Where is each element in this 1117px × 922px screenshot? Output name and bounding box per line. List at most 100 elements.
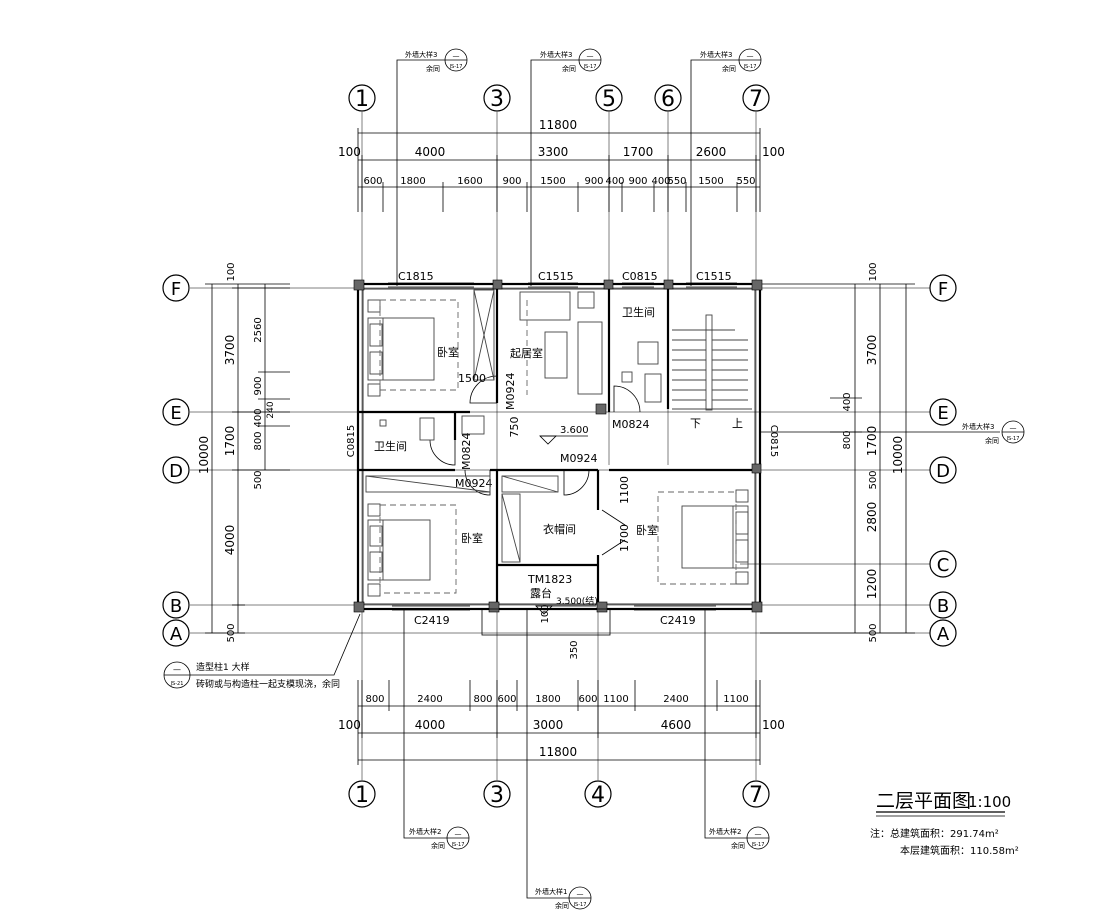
dim-left-mid: 1700 [223, 426, 237, 457]
dim-misc: 1500 [458, 372, 486, 385]
callout-text: — [747, 52, 754, 60]
grid-bubble-3-top: 3 [483, 84, 511, 112]
callout-text: JS-17 [583, 64, 597, 70]
dim-bottom-mid: 4000 [415, 718, 446, 732]
window-label: C0815 [346, 425, 357, 457]
callout-text: JS-21 [170, 681, 184, 687]
stair-up-label: 上 [732, 417, 743, 430]
dim-top-detail: 400 [605, 176, 624, 187]
callout-text: 外墙大样3 [540, 50, 572, 59]
dim-bottom-total: 11800 [539, 745, 577, 759]
callout-text: 余同 [722, 64, 736, 73]
dim-bottom-detail: 600 [578, 694, 597, 705]
callout-text: — [577, 890, 584, 898]
dim-top-mid: 100 [338, 145, 361, 159]
dim-bottom-detail: 1800 [535, 694, 560, 705]
grid-bubble-1-bottom: 1 [348, 780, 376, 808]
dim-bottom-detail: 2400 [663, 694, 688, 705]
room-label-bedroom: 卧室 [461, 531, 483, 545]
window-label: C0815 [622, 270, 658, 283]
svg-text:A: A [937, 624, 950, 645]
windows-bottom [392, 605, 716, 611]
area-note-total: 注：总建筑面积：291.74m² [870, 827, 999, 840]
dim-bottom-detail: 1100 [723, 694, 748, 705]
callout-column-detail [163, 613, 361, 689]
room-label-bedroom: 卧室 [636, 523, 658, 537]
callout-wall-detail-3-right [690, 48, 762, 286]
dim-left-inner: 900 [253, 376, 264, 395]
dim-top-detail: 900 [628, 176, 647, 187]
room-label-terrace: 露台 [530, 586, 552, 600]
callout-text: 余同 [431, 841, 445, 850]
door-label: M0924 [455, 477, 493, 490]
window-label: C0815 [768, 425, 779, 457]
dim-left-mid: 100 [226, 262, 237, 281]
dim-bottom-detail: 800 [473, 694, 492, 705]
callout-text: 余同 [426, 64, 440, 73]
svg-text:B: B [170, 596, 182, 617]
grid-bubble-7-top: 7 [742, 84, 770, 112]
svg-text:7: 7 [749, 87, 763, 112]
window-label: C2419 [414, 614, 450, 627]
svg-text:D: D [936, 461, 950, 482]
dim-bottom-mid: 100 [338, 718, 361, 732]
dim-top-detail: 900 [584, 176, 603, 187]
callout-text: JS-17 [743, 64, 757, 70]
dim-right-mid: 2800 [865, 502, 879, 533]
left-dimension-lines [205, 283, 290, 634]
callout-wall-detail-3-left [396, 48, 468, 286]
bottom-dimension-lines [357, 680, 761, 765]
grid-bubble-E-left: E [162, 398, 190, 426]
dim-top-mid: 2600 [696, 145, 727, 159]
dim-right-outer: 10000 [891, 436, 905, 474]
callout-text: 外墙大样1 [535, 887, 567, 896]
grid-bubble-E-right: E [929, 398, 957, 426]
dim-bottom-mid: 4600 [661, 718, 692, 732]
top-dimension-lines [357, 128, 761, 212]
level-text: 3.600 [560, 425, 589, 436]
svg-text:D: D [169, 461, 183, 482]
grid-bubble-A-right: A [929, 619, 957, 647]
dim-bottom-mid: 100 [762, 718, 785, 732]
grid-bubble-7-bottom: 7 [742, 780, 770, 808]
dim-left-mid: 3700 [223, 335, 237, 366]
room-label-living: 起居室 [510, 346, 543, 360]
svg-text:A: A [170, 624, 183, 645]
dim-misc: 100 [540, 604, 551, 623]
dim-left-inner: 400 [253, 408, 264, 427]
dim-top-detail: 900 [502, 176, 521, 187]
callout-text: 外墙大样3 [405, 50, 437, 59]
svg-text:B: B [937, 596, 949, 617]
dim-right-mid: 500 [868, 623, 879, 642]
grid-bubble-1-top: 1 [348, 84, 376, 112]
window-label: C1515 [538, 270, 574, 283]
dim-left-outer: 10000 [197, 436, 211, 474]
dim-bottom-mid: 3000 [533, 718, 564, 732]
level-marker [539, 435, 588, 445]
svg-text:7: 7 [749, 783, 763, 808]
dim-top-detail: 550 [667, 176, 686, 187]
dim-top-mid: 3300 [538, 145, 569, 159]
callout-text: 外墙大样2 [409, 827, 441, 836]
callout-text: 外墙大样3 [700, 50, 732, 59]
grid-bubble-F-left: F [162, 274, 190, 302]
dim-top-detail: 1500 [540, 176, 565, 187]
windows-top [388, 282, 737, 288]
svg-text:3: 3 [490, 783, 504, 808]
dim-misc: 350 [569, 640, 580, 659]
grid-bubble-B-left: B [162, 591, 190, 619]
dim-top-mid: 100 [762, 145, 785, 159]
dim-right-mid: 500 [868, 470, 879, 489]
grid-bubble-4-bottom: 4 [584, 780, 612, 808]
dim-right-inner: 400 [842, 392, 853, 411]
dim-top-detail: 550 [736, 176, 755, 187]
callout-wall-detail-1 [526, 610, 592, 910]
column-detail-label: 造型柱1 大样 [196, 661, 250, 673]
callout-text: JS-17 [573, 902, 587, 908]
door-label: M0924 [504, 373, 517, 411]
dim-right-mid: 1200 [865, 569, 879, 600]
dim-left-inner: 240 [266, 401, 276, 418]
dim-top-mid: 4000 [415, 145, 446, 159]
dim-left-mid: 4000 [223, 525, 237, 556]
